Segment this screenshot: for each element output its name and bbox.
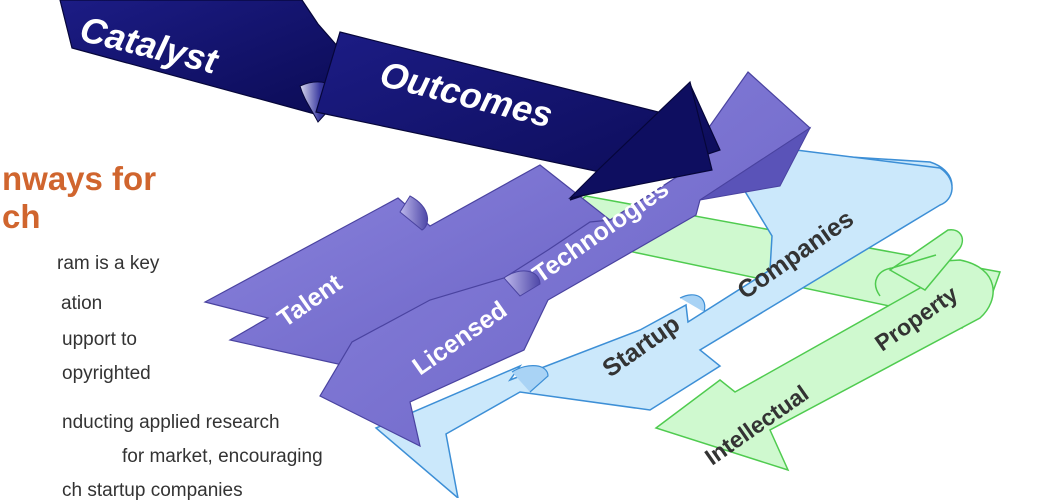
body-text-line-3: upport to xyxy=(62,329,137,350)
licensed-technologies-arrow xyxy=(319,71,812,448)
body-text-line-5: nducting applied research xyxy=(62,412,280,433)
heading-line-1: nways for xyxy=(2,160,157,197)
catalyst-outcomes-arrow xyxy=(59,0,721,201)
heading-line-2: ch xyxy=(2,198,41,235)
body-text-line-2: ation xyxy=(61,293,103,314)
body-text-line-4: opyrighted xyxy=(62,363,151,384)
body-text-line-1: ram is a key xyxy=(57,253,160,274)
body-text-line-7: ch startup companies xyxy=(62,480,243,501)
startup-companies-arrow xyxy=(374,147,953,498)
body-text-line-6: for market, encouraging xyxy=(122,446,323,467)
